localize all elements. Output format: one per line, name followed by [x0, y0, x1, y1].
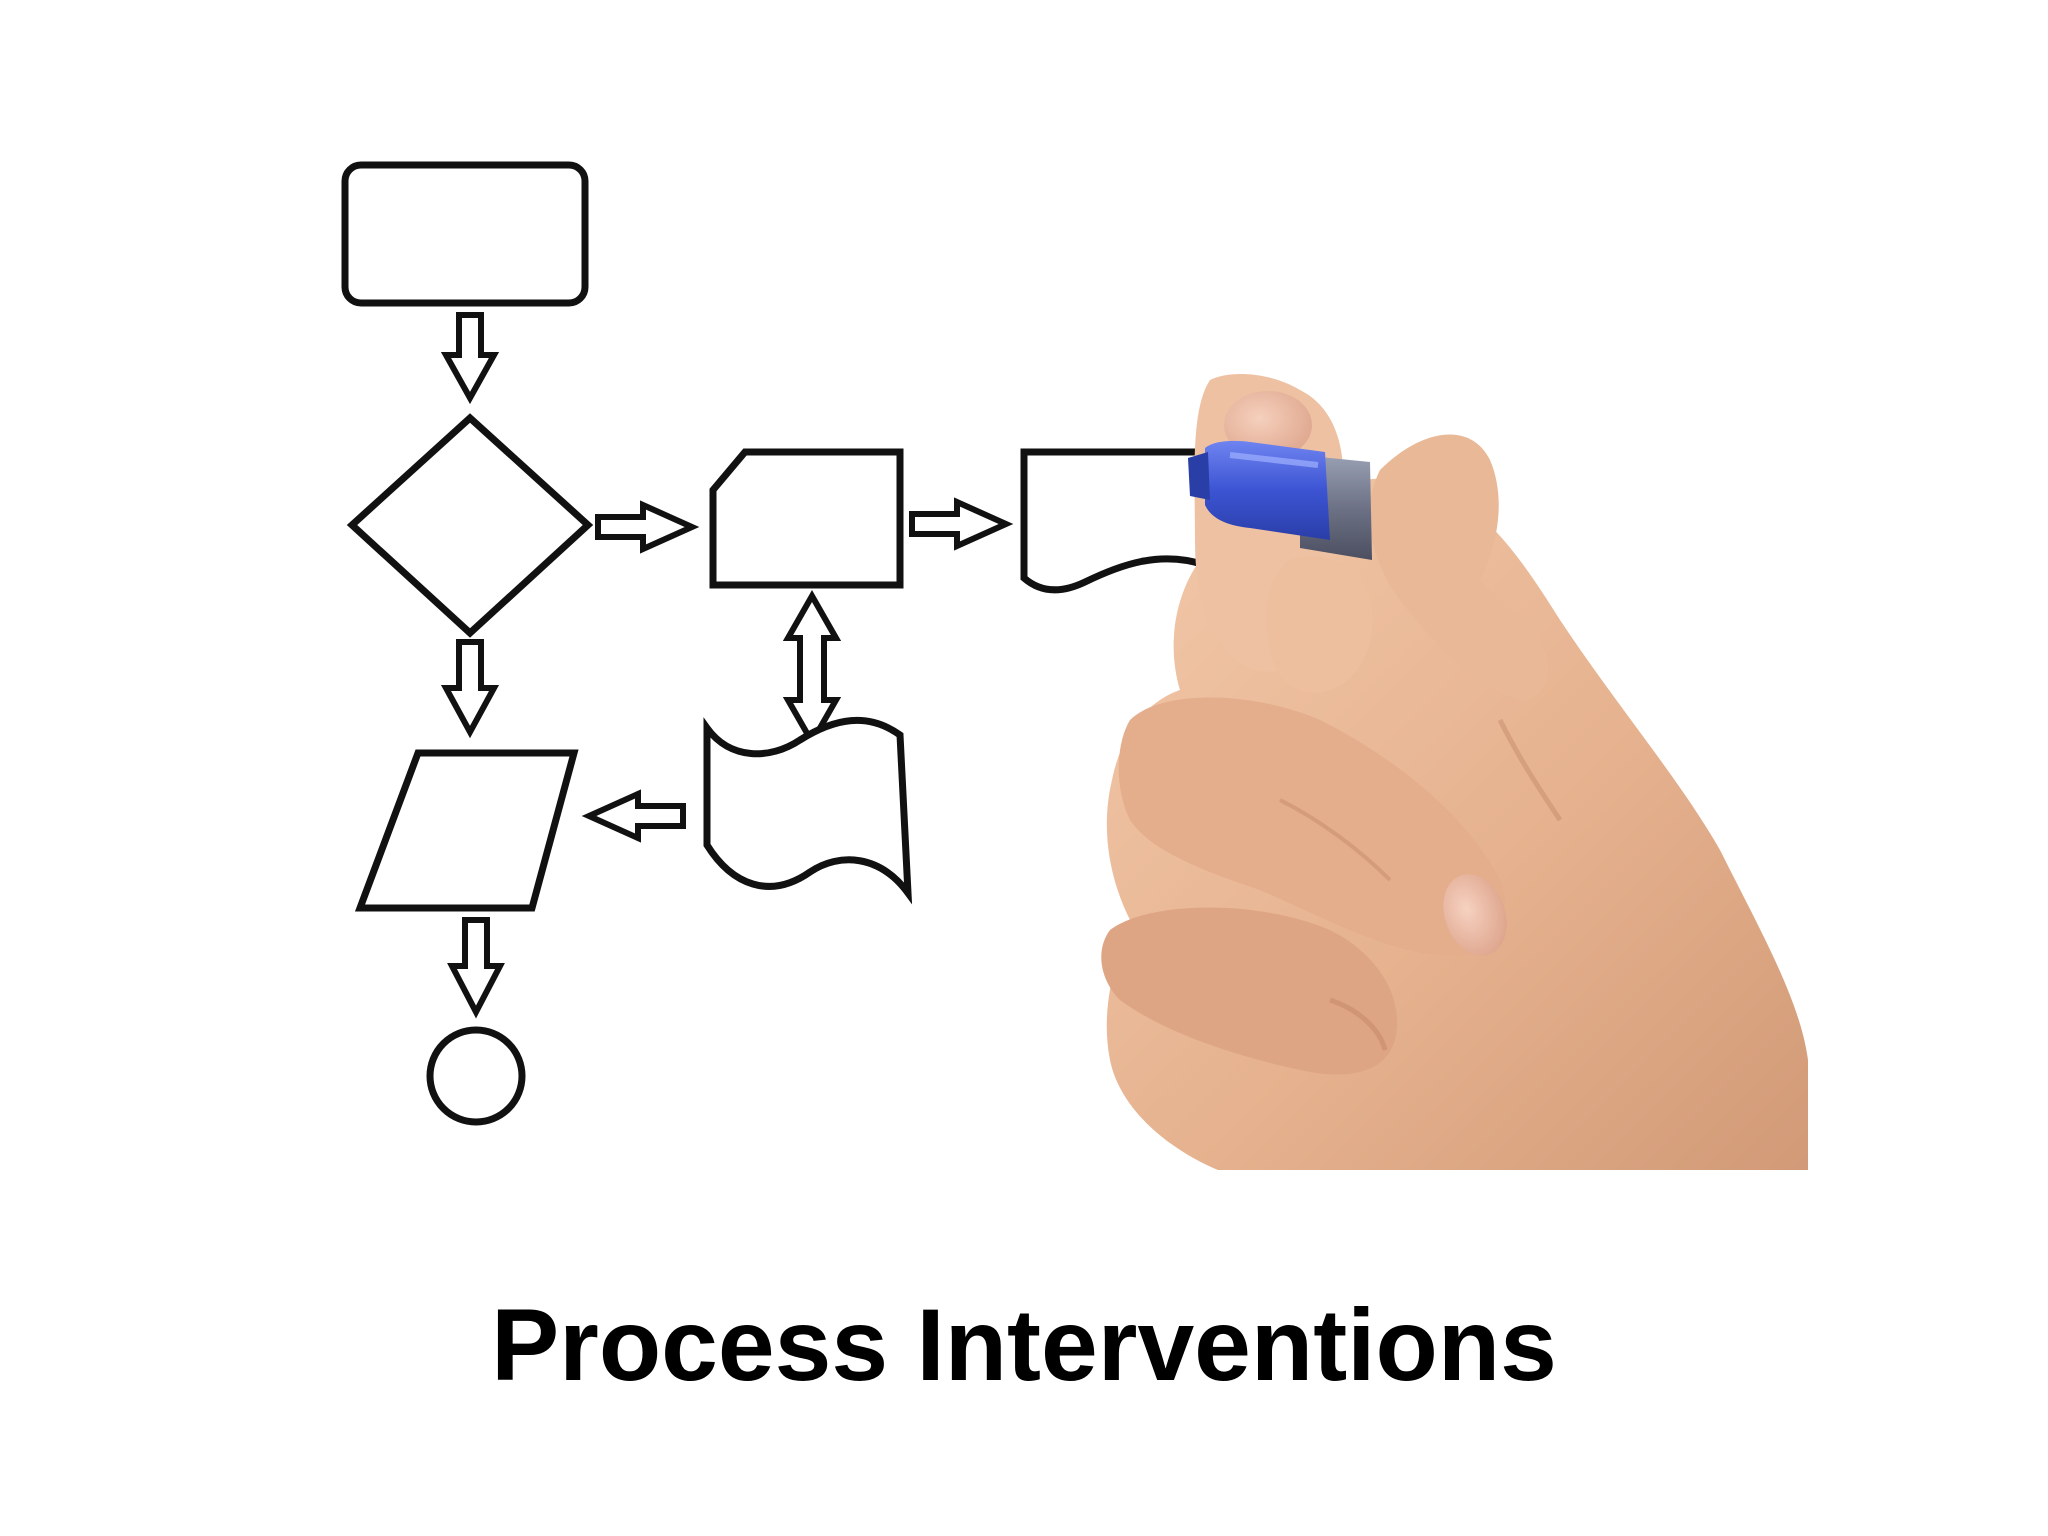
document-shape [1020, 448, 1209, 594]
arrow-down-icon [440, 312, 500, 405]
marker-icon [1188, 440, 1372, 560]
card-shape [709, 448, 904, 589]
end-connector-shape [426, 1026, 526, 1126]
arrow-down-icon [440, 639, 500, 739]
arrow-down-icon [447, 917, 505, 1019]
tape-shape [703, 716, 913, 905]
data-parallelogram-shape [354, 749, 579, 912]
flowchart [341, 161, 1209, 1126]
slide-title: Process Interventions [491, 1288, 1557, 1402]
thumb-overlay [1266, 556, 1373, 693]
arrow-left-icon [581, 789, 686, 843]
arrow-right-icon [595, 500, 700, 554]
double-arrow-icon [782, 589, 842, 749]
arrow-right-icon [909, 497, 1014, 551]
decision-diamond-shape [346, 413, 594, 638]
start-terminal-shape [341, 161, 589, 307]
